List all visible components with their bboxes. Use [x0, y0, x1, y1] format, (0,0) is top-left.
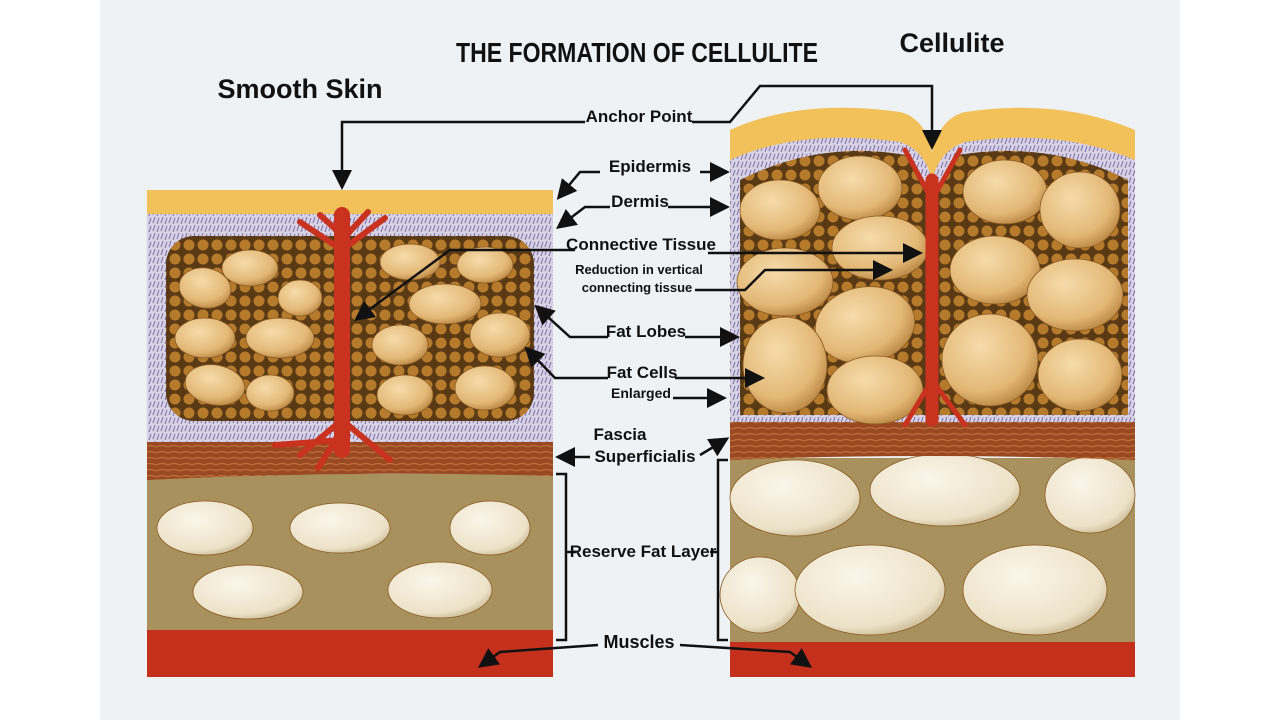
fat-cell	[376, 374, 434, 416]
fat-cell	[371, 324, 429, 366]
reserve-fat-cell	[289, 502, 391, 554]
enlarged-fat-cell	[739, 179, 821, 241]
fat-cell	[469, 312, 531, 358]
fat-cell	[178, 267, 232, 309]
smooth-skin-heading: Smooth Skin	[217, 74, 382, 104]
left-muscle-layer	[147, 628, 553, 677]
fat-cell	[174, 317, 236, 359]
label-fat-cells: Fat Cells	[607, 363, 678, 382]
enlarged-fat-cell	[941, 313, 1039, 407]
reserve-fat-cell	[192, 564, 304, 620]
fat-cell	[454, 365, 516, 411]
left-epidermis-layer	[147, 190, 553, 214]
label-anchor-point: Anchor Point	[586, 107, 693, 126]
reserve-fat-cell	[729, 459, 861, 537]
reserve-fat-cell	[387, 561, 493, 619]
enlarged-fat-cell	[742, 316, 828, 414]
reserve-fat-cell	[962, 544, 1108, 636]
fat-cell	[408, 283, 482, 325]
left-fascia-layer	[147, 435, 553, 480]
cellulite-cross-section	[719, 107, 1136, 677]
label-fascia: Fascia	[594, 425, 647, 444]
labels: Anchor Point Epidermis Dermis Connective…	[566, 107, 717, 652]
right-epidermis-layer	[730, 107, 1135, 180]
enlarged-fat-cell	[1026, 258, 1124, 332]
reserve-fat-cell	[1044, 456, 1136, 534]
label-enlarged: Enlarged	[611, 385, 671, 401]
enlarged-fat-cell	[826, 355, 924, 425]
label-reduction-line1: Reduction in vertical	[575, 262, 703, 277]
enlarged-fat-cell	[949, 235, 1041, 305]
label-connective-tissue: Connective Tissue	[566, 235, 716, 254]
label-muscles: Muscles	[603, 632, 674, 652]
enlarged-fat-cell	[1037, 338, 1123, 412]
left-connective-tissue	[272, 207, 393, 471]
fat-cell	[221, 249, 279, 287]
fat-cell	[184, 364, 246, 406]
reserve-fat-cell	[869, 453, 1021, 527]
enlarged-fat-cell	[962, 159, 1048, 225]
reserve-fat-cell	[156, 500, 254, 556]
leader-lines	[332, 84, 942, 668]
diagram-title: THE FORMATION OF CELLULITE	[456, 37, 818, 68]
cellulite-heading: Cellulite	[899, 28, 1004, 58]
enlarged-fat-cell	[736, 247, 834, 317]
fat-cell	[277, 279, 323, 317]
right-muscle-layer	[730, 640, 1135, 677]
fat-cell	[379, 243, 441, 281]
reserve-fat-cell	[449, 500, 531, 556]
fat-cell	[245, 374, 295, 412]
label-dermis: Dermis	[611, 192, 669, 211]
label-reduction-line2: connecting tissue	[582, 280, 693, 295]
label-fat-lobes: Fat Lobes	[606, 322, 686, 341]
label-superficialis: Superficialis	[594, 447, 695, 466]
enlarged-fat-cell	[1039, 171, 1121, 249]
fat-cell	[245, 317, 315, 359]
enlarged-fat-cell	[817, 155, 903, 221]
reserve-fat-cell	[719, 556, 801, 634]
smooth-skin-cross-section	[147, 190, 553, 677]
right-connective-tissue	[902, 147, 968, 428]
reserve-fat-cell	[794, 544, 946, 636]
fat-cell	[456, 246, 514, 284]
right-fascia-layer	[730, 416, 1135, 460]
label-reserve-fat-layer: Reserve Fat Layer	[570, 542, 717, 561]
label-epidermis: Epidermis	[609, 157, 691, 176]
